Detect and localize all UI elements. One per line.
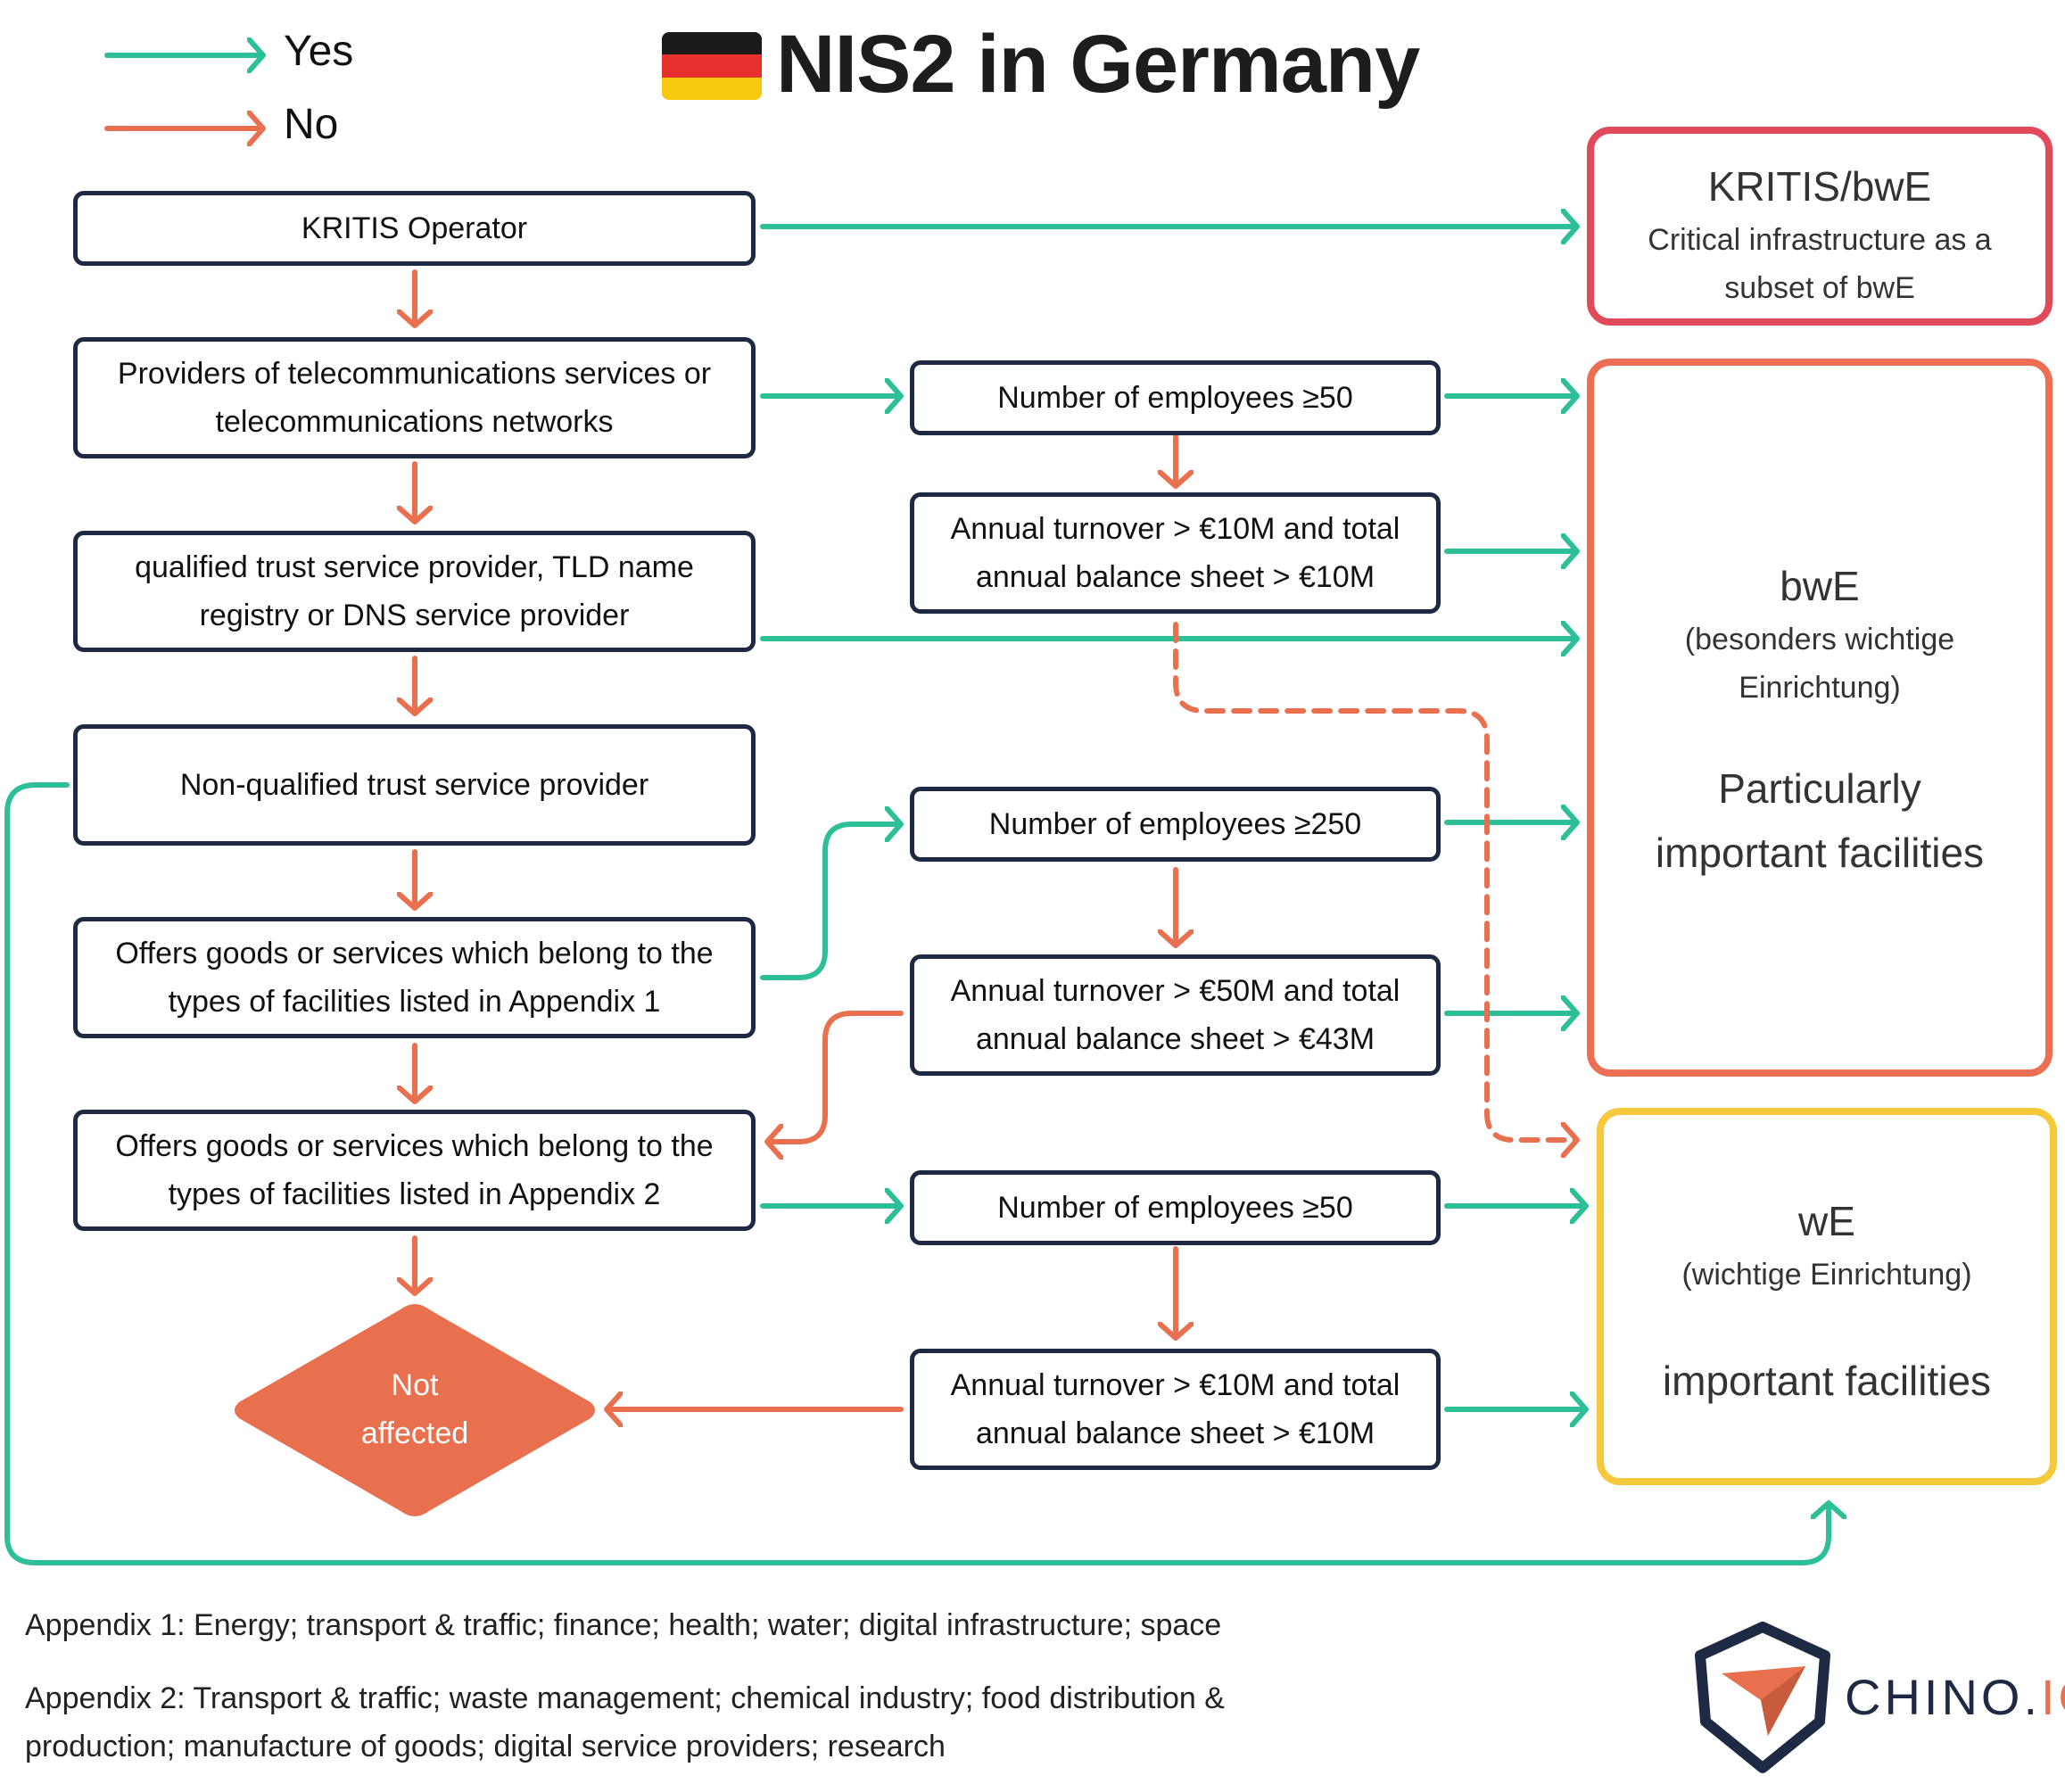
turnover-50m-box: Annual turnover > €50M and total annual … <box>910 954 1441 1076</box>
yes-arrow-nonqual <box>4 782 1829 1565</box>
page-title: NIS2 in Germany <box>776 19 1420 110</box>
chino-logo-text: CHINO.IO <box>1845 1669 2065 1725</box>
employees-50-box-b: Number of employees ≥50 <box>910 1170 1441 1245</box>
bwe-outcome-box: bwE (besonders wichtige Einrichtung) Par… <box>1587 359 2053 1077</box>
chino-shield-logo-icon <box>1695 1622 1830 1773</box>
kritis-outcome-title: KRITIS/bwE <box>1707 163 1932 210</box>
not-affected-label: Not affected <box>360 1368 469 1450</box>
non-qualified-trust-box: Non-qualified trust service provider <box>73 724 756 846</box>
bwe-outcome-line2: Einrichtung) <box>1739 671 1901 705</box>
turnover-10m-box-b: Annual turnover > €10M and total annual … <box>910 1349 1441 1470</box>
bwe-outcome-big1: Particularly <box>1718 765 1921 812</box>
footer-appendix1: Appendix 1: Energy; transport & traffic;… <box>25 1608 1222 1642</box>
appendix2-box: Offers goods or services which belong to… <box>73 1110 756 1231</box>
kritis-outcome-line1: Critical infrastructure as a <box>1648 223 1992 257</box>
employees-50-box-a: Number of employees ≥50 <box>910 360 1441 435</box>
appendix1-box: Offers goods or services which belong to… <box>73 917 756 1038</box>
legend-no-label: No <box>284 101 339 148</box>
trust-provider-box: qualified trust service provider, TLD na… <box>73 531 756 652</box>
bwe-outcome-title: bwE <box>1780 563 1860 609</box>
german-flag-icon <box>662 32 762 100</box>
we-outcome-box: wE (wichtige Einrichtung) important faci… <box>1597 1108 2057 1485</box>
we-outcome-big1: important facilities <box>1662 1358 1992 1404</box>
bwe-outcome-big2: important facilities <box>1655 830 1985 876</box>
employees-250-box: Number of employees ≥250 <box>910 787 1441 862</box>
not-affected-diamond <box>235 1304 595 1516</box>
kritis-outcome-line2: subset of bwE <box>1724 271 1915 305</box>
bwe-outcome-line1: (besonders wichtige <box>1684 623 1955 657</box>
legend-yes-label: Yes <box>284 28 354 75</box>
we-outcome-title: wE <box>1798 1198 1855 1244</box>
turnover-10m-box-a: Annual turnover > €10M and total annual … <box>910 492 1441 614</box>
telecom-provider-box: Providers of telecommunications services… <box>73 337 756 458</box>
footer-appendix2-line2: production; manufacture of goods; digita… <box>25 1730 946 1763</box>
yes-arrow-appendix1 <box>760 824 904 980</box>
footer-appendix2-line1: Appendix 2: Transport & traffic; waste m… <box>25 1681 1225 1715</box>
kritis-operator-box: KRITIS Operator <box>73 191 756 266</box>
we-outcome-line1: (wichtige Einrichtung) <box>1681 1258 1972 1292</box>
no-arrow-turnover50 <box>764 1011 904 1142</box>
no-arrow-dashed <box>1173 622 1580 1140</box>
kritis-outcome-box: KRITIS/bwE Critical infrastructure as a … <box>1587 127 2053 326</box>
